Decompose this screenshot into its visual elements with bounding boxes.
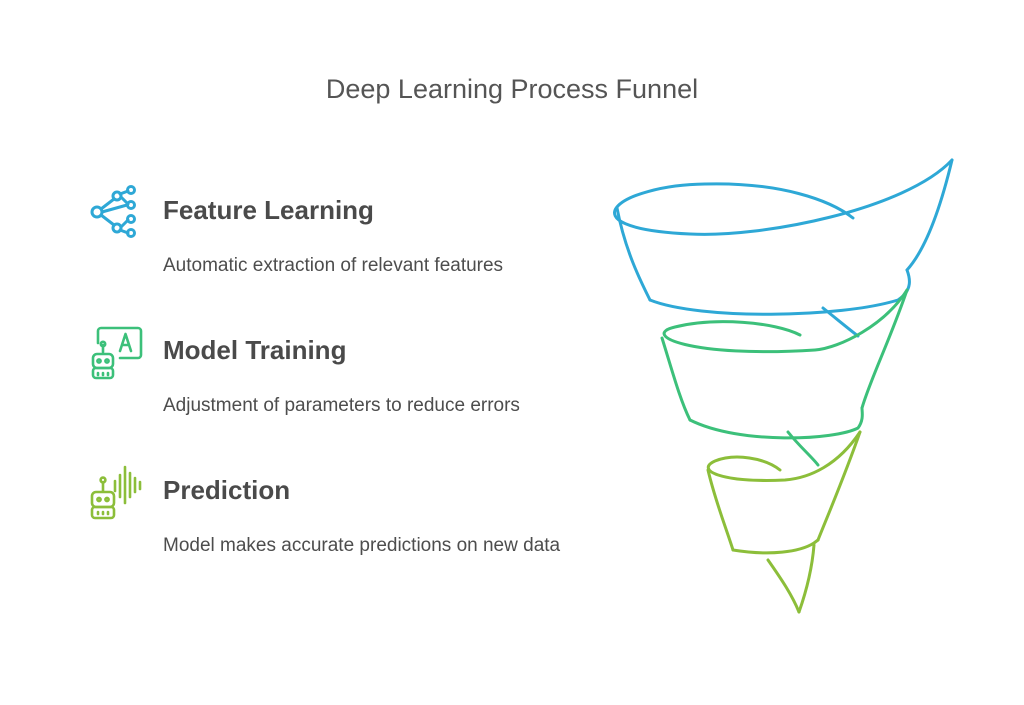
robot-soundwave-icon xyxy=(90,465,142,520)
diagram-title: Deep Learning Process Funnel xyxy=(325,74,699,104)
step-description: Automatic extraction of relevant feature… xyxy=(163,255,504,276)
step-title: Feature Learning xyxy=(163,195,374,225)
funnel-band-model-training xyxy=(660,288,909,467)
funnel-band-feature-learning xyxy=(613,158,954,338)
robot-screen-icon xyxy=(91,326,143,380)
step-description: Model makes accurate predictions on new … xyxy=(163,535,561,556)
step-title: Prediction xyxy=(163,475,291,505)
step-title: Model Training xyxy=(163,335,347,365)
network-nodes-icon xyxy=(90,185,136,238)
funnel-illustration xyxy=(613,158,954,614)
step-description: Adjustment of parameters to reduce error… xyxy=(163,395,520,416)
funnel-band-prediction xyxy=(706,430,862,614)
